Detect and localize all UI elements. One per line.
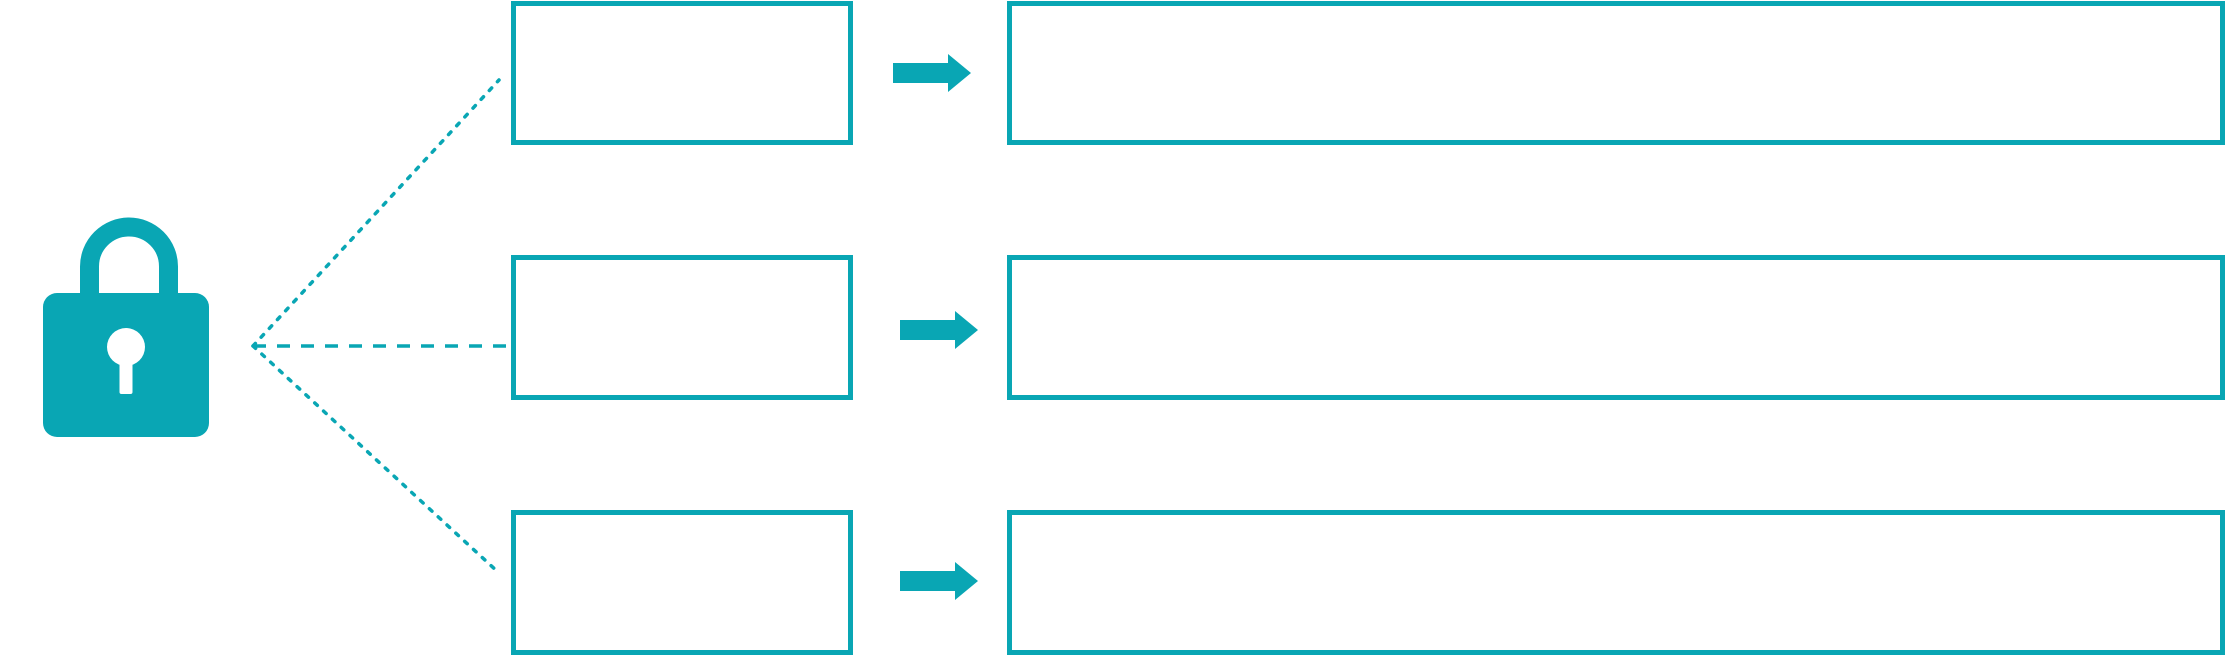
large-box-2: [1007, 255, 2225, 400]
small-box-3: [511, 510, 853, 655]
right-arrow-icon-1: [893, 54, 971, 92]
right-arrow-icon-1-svg: [893, 54, 971, 92]
right-arrow-icon-2-svg: [900, 311, 978, 349]
right-arrow-shape: [893, 54, 971, 92]
large-box-3: [1007, 510, 2225, 655]
right-arrow-icon-3-svg: [900, 562, 978, 600]
connector-line-top: [251, 78, 501, 348]
lock-icon: [43, 216, 209, 438]
connector-line-bottom: [251, 344, 501, 575]
large-box-1: [1007, 1, 2225, 145]
lock-keyhole-stem: [119, 356, 133, 394]
right-arrow-shape: [900, 311, 978, 349]
lock-icon-svg: [43, 217, 209, 437]
small-box-2: [511, 255, 853, 400]
right-arrow-icon-3: [900, 562, 978, 600]
right-arrow-shape: [900, 562, 978, 600]
right-arrow-icon-2: [900, 311, 978, 349]
small-box-1: [511, 1, 853, 145]
lock-shackle: [80, 217, 178, 306]
lock-keyhole-circle: [107, 328, 145, 366]
